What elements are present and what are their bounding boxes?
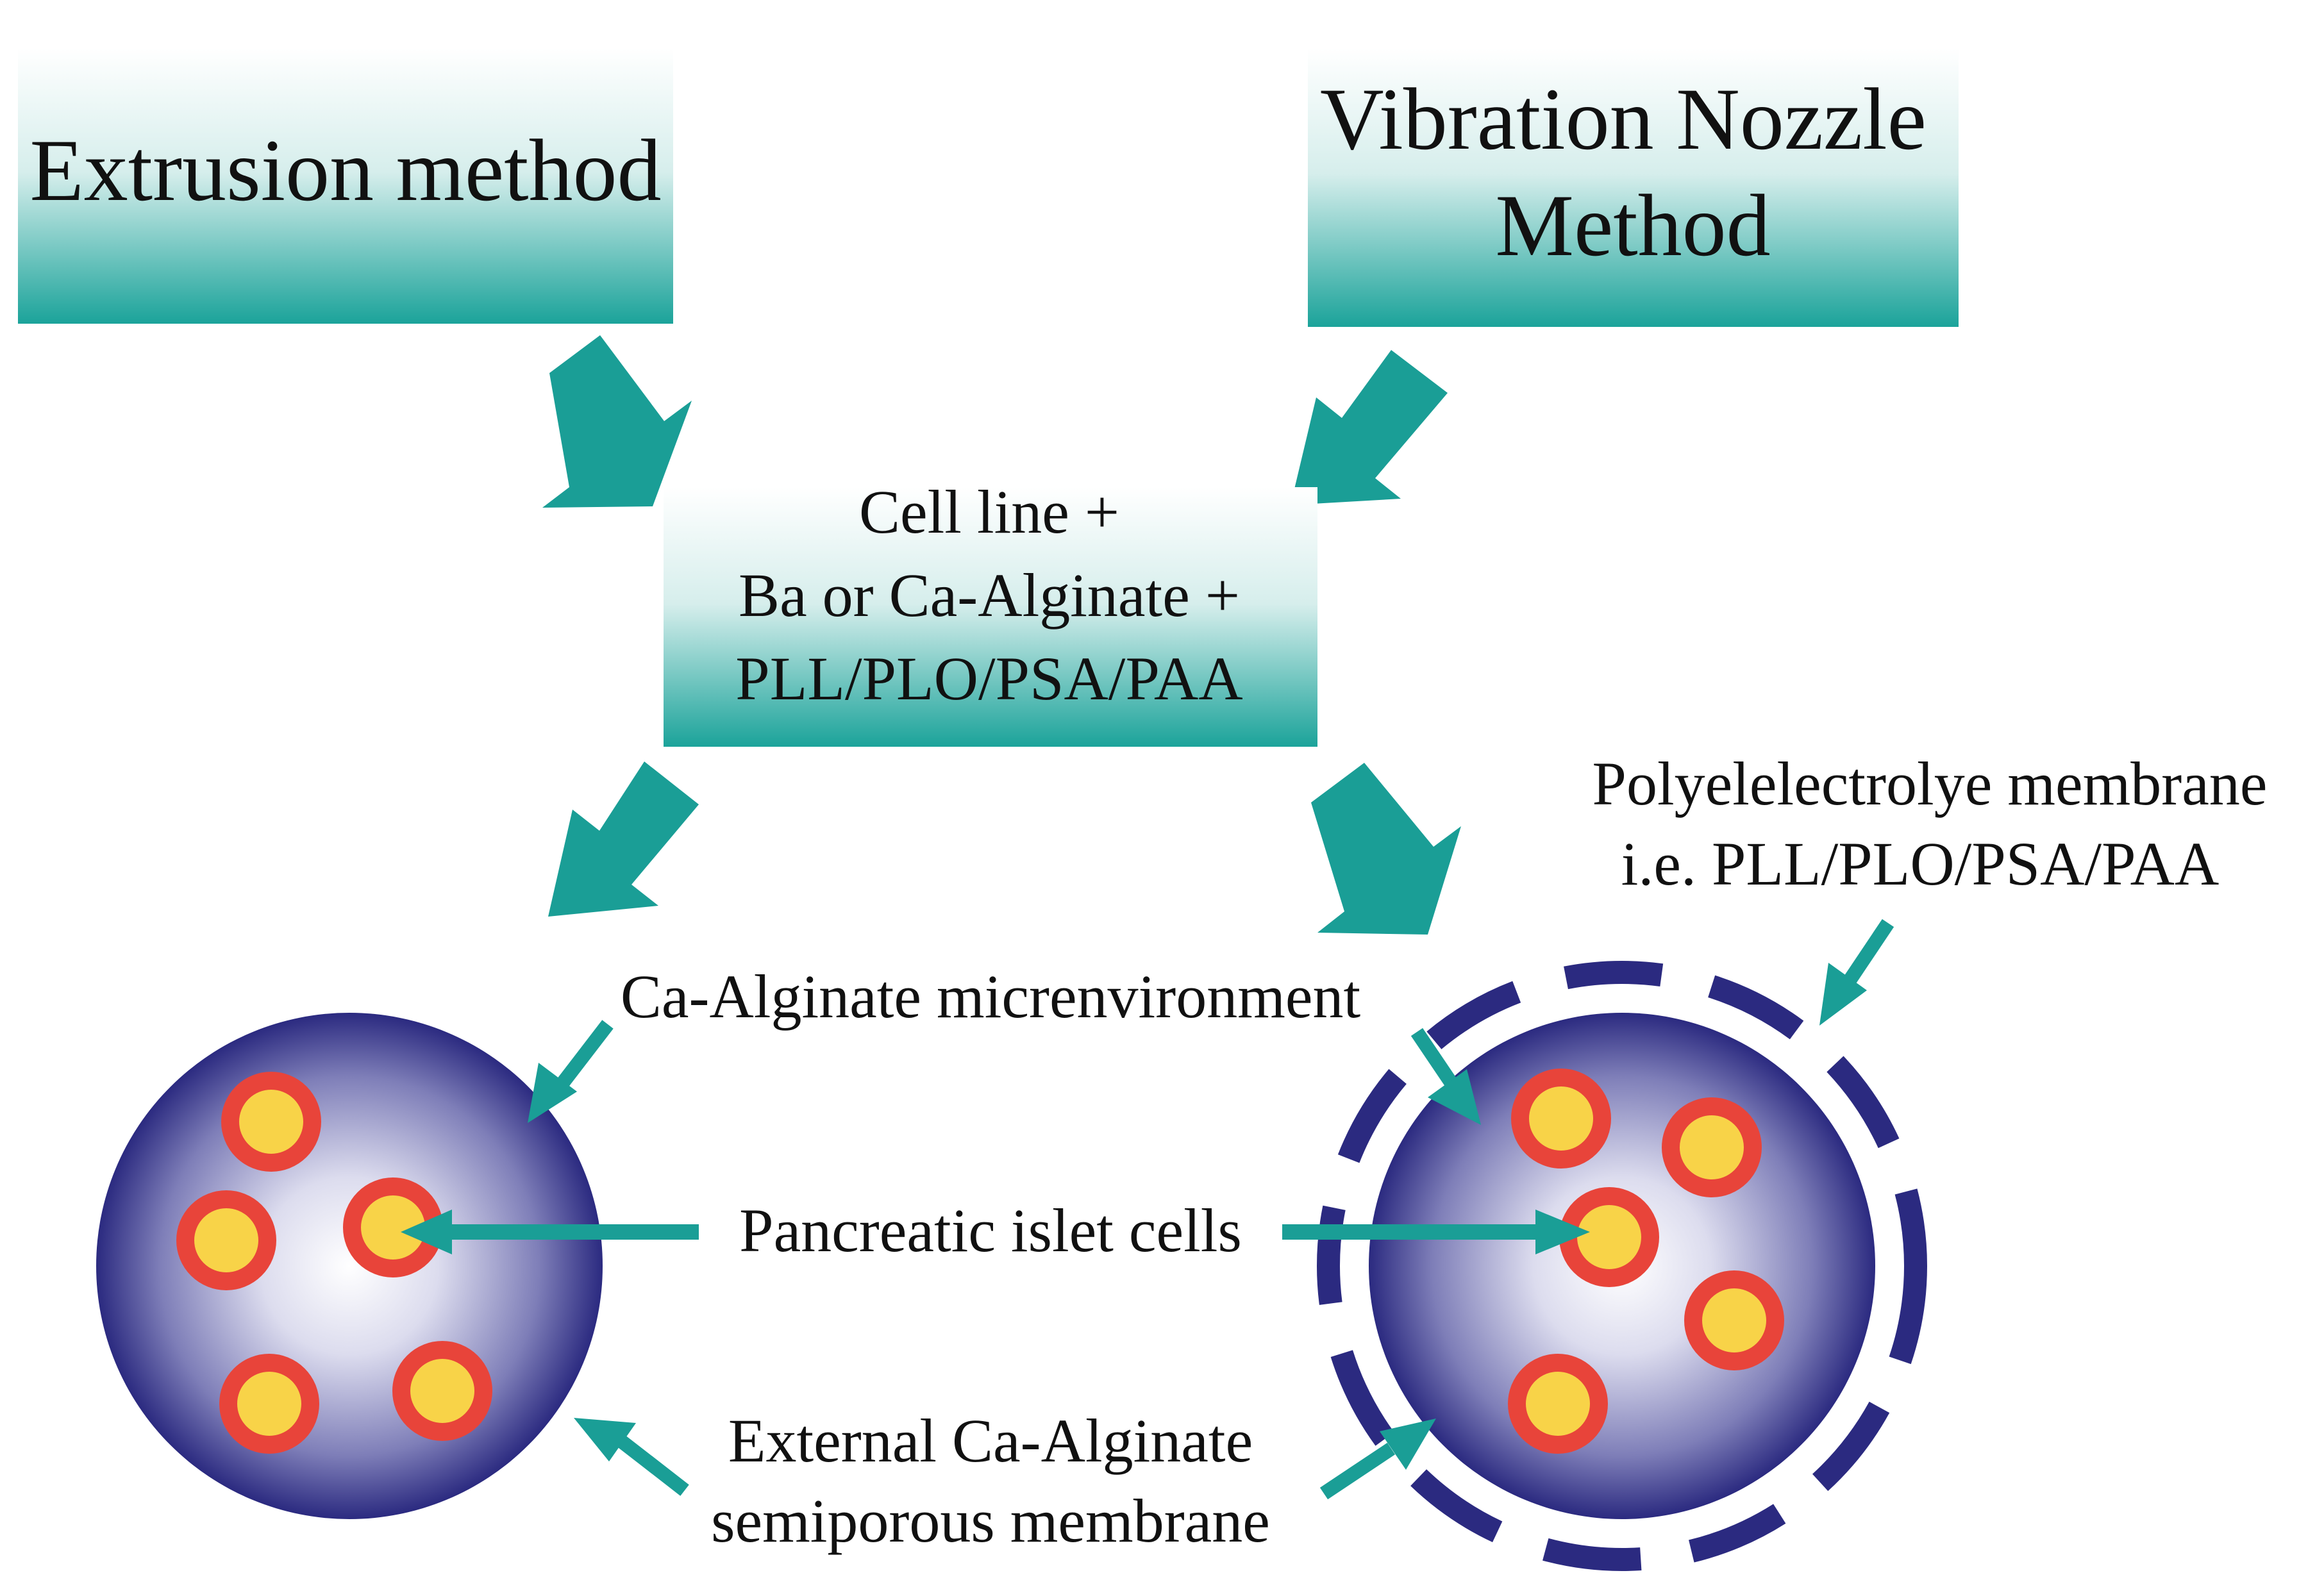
islet-cell bbox=[1559, 1187, 1659, 1287]
pointer-arrows bbox=[401, 919, 1894, 1500]
vibration-nozzle-label-line1: Vibration Nozzle bbox=[1320, 70, 1927, 168]
micro-pointer-right bbox=[1410, 1027, 1481, 1125]
islet-pointer-right bbox=[1282, 1210, 1590, 1254]
polyelectrolyte-label-line1: Polyelelectrolye membrane bbox=[1593, 749, 2268, 818]
micro-environment-label: Ca-Alginate micrenvironment bbox=[621, 962, 1361, 1031]
center-label-line2: Ba or Ca-Alginate + bbox=[739, 561, 1240, 629]
extrusion-method-label: Extrusion method bbox=[29, 121, 661, 219]
islet-cell bbox=[1662, 1097, 1762, 1197]
islet-cells-label: Pancreatic islet cells bbox=[739, 1196, 1242, 1265]
extrusion-method-box: Extrusion method bbox=[18, 48, 673, 324]
center-label-line3: PLL/PLO/PSA/PAA bbox=[735, 644, 1242, 713]
islet-cell bbox=[392, 1341, 492, 1441]
micro-pointer-left bbox=[528, 1020, 614, 1123]
vibration-nozzle-box: Vibration Nozzle Method bbox=[1308, 48, 1959, 327]
polyelectrolyte-label-line2: i.e. PLL/PLO/PSA/PAA bbox=[1621, 829, 2220, 898]
center-label-line1: Cell line + bbox=[859, 478, 1119, 546]
islet-cell bbox=[1511, 1069, 1611, 1169]
polyelectrolyte-pointer bbox=[1819, 919, 1894, 1026]
external-pointer-left bbox=[574, 1418, 689, 1496]
cell-line-box: Cell line + Ba or Ca-Alginate + PLL/PLO/… bbox=[664, 478, 1317, 747]
arrow-center-to-left-sphere bbox=[548, 761, 699, 917]
islet-cell bbox=[176, 1190, 276, 1290]
polyelectrolyte-membrane bbox=[1317, 961, 1927, 1571]
arrow-vibration-to-center bbox=[1291, 350, 1448, 505]
arrow-extrusion-to-center bbox=[542, 335, 692, 508]
left-alginate-sphere bbox=[96, 1013, 603, 1519]
left-capsule bbox=[96, 1013, 603, 1519]
right-capsule bbox=[1317, 961, 1927, 1571]
islet-cell bbox=[1508, 1354, 1608, 1454]
external-membrane-label-line2: semiporous membrane bbox=[711, 1486, 1270, 1555]
islet-pointer-left bbox=[401, 1210, 699, 1254]
islet-cell bbox=[219, 1354, 319, 1454]
vibration-nozzle-label-line2: Method bbox=[1495, 176, 1770, 274]
external-pointer-right bbox=[1319, 1418, 1436, 1500]
arrow-center-to-right-sphere bbox=[1311, 763, 1461, 935]
external-membrane-label-line1: External Ca-Alginate bbox=[728, 1406, 1253, 1475]
islet-cell bbox=[1684, 1270, 1784, 1370]
islet-cell bbox=[221, 1072, 321, 1172]
